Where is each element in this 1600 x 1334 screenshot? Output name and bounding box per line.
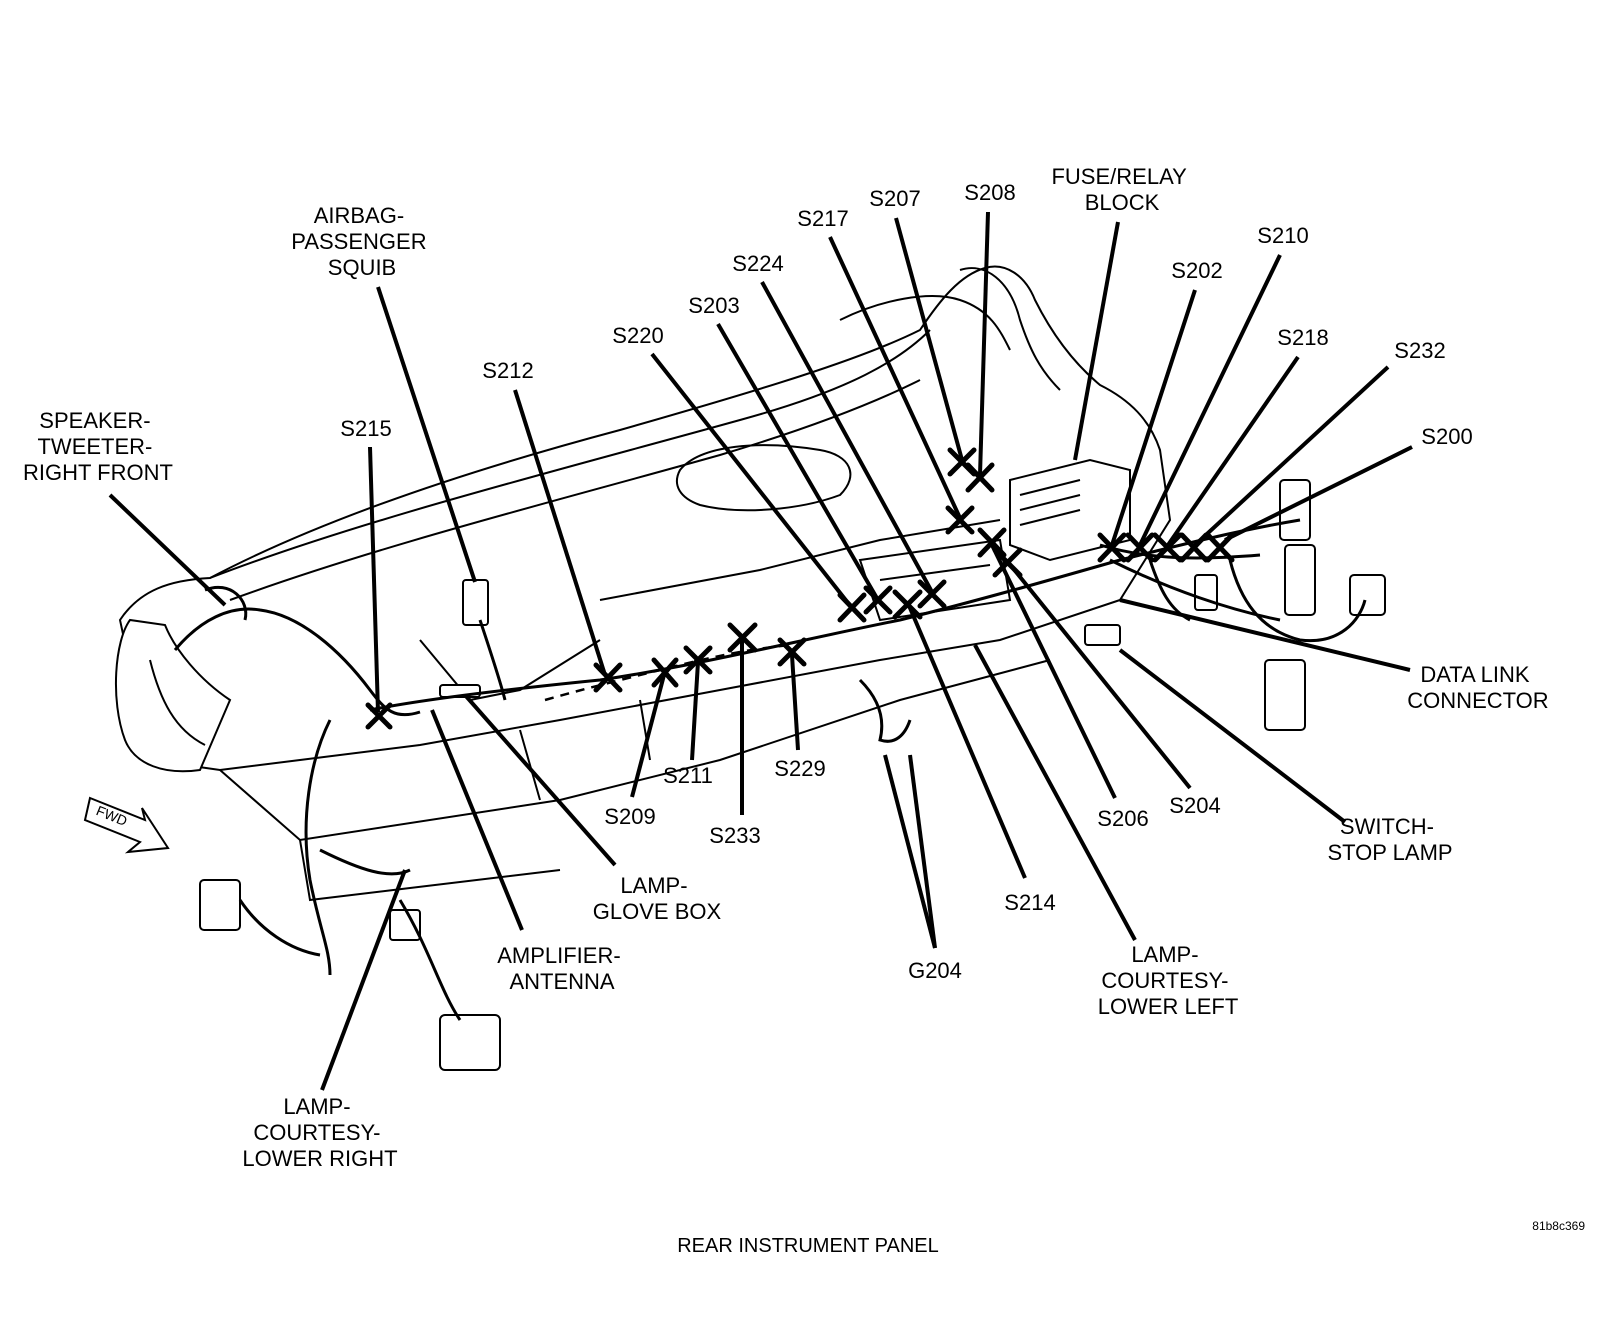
label-fuse-relay: FUSE/RELAY BLOCK bbox=[1051, 164, 1192, 215]
splice-x-s210 bbox=[1125, 532, 1155, 563]
splice-x-s211 bbox=[683, 645, 713, 675]
splice-x-s214 bbox=[892, 589, 923, 620]
label-s204: S204 bbox=[1169, 793, 1220, 818]
label-s207: S207 bbox=[869, 186, 920, 211]
splice-x-s208 bbox=[965, 462, 995, 493]
label-s217: S217 bbox=[797, 206, 848, 231]
label-s218: S218 bbox=[1277, 325, 1328, 350]
splice-x-s212 bbox=[593, 662, 623, 693]
label-lamp-glove: LAMP- GLOVE BOX bbox=[593, 873, 722, 924]
label-airbag: AIRBAG- PASSENGER SQUIB bbox=[291, 203, 432, 280]
splice-x-s202 bbox=[1097, 532, 1127, 563]
label-data-link: DATA LINK CONNECTOR bbox=[1407, 662, 1548, 713]
label-s214: S214 bbox=[1004, 890, 1055, 915]
label-s232: S232 bbox=[1394, 338, 1445, 363]
image-code: 81b8c369 bbox=[1532, 1219, 1585, 1233]
splice-x-s229 bbox=[777, 637, 807, 667]
label-s215: S215 bbox=[340, 416, 391, 441]
splice-x-s217 bbox=[945, 505, 975, 535]
component-labels: SPEAKER- TWEETER- RIGHT FRONT AIRBAG- PA… bbox=[23, 164, 1549, 1171]
diagram-title: REAR INSTRUMENT PANEL bbox=[677, 1235, 939, 1257]
label-s211: S211 bbox=[663, 763, 713, 788]
label-s233: S233 bbox=[709, 823, 760, 848]
label-s229: S229 bbox=[774, 756, 825, 781]
splice-x-s224 bbox=[917, 579, 947, 609]
label-s210: S210 bbox=[1257, 223, 1308, 248]
splice-x-s233 bbox=[727, 622, 758, 653]
label-s206: S206 bbox=[1097, 806, 1148, 831]
splice-x-s209 bbox=[651, 657, 679, 688]
leader-lines bbox=[108, 211, 1413, 1091]
label-s208: S208 bbox=[964, 180, 1015, 205]
label-switch-stop: SWITCH- STOP LAMP bbox=[1327, 814, 1452, 865]
label-s224: S224 bbox=[732, 251, 783, 276]
label-s220: S220 bbox=[612, 323, 663, 348]
label-amplifier: AMPLIFIER- ANTENNA bbox=[497, 943, 627, 994]
label-s212: S212 bbox=[482, 358, 533, 383]
label-s200: S200 bbox=[1421, 424, 1472, 449]
splice-x-s206 bbox=[977, 527, 1007, 558]
label-s203: S203 bbox=[688, 293, 739, 318]
label-lamp-courtesy-right: LAMP- COURTESY- LOWER RIGHT bbox=[242, 1094, 397, 1171]
fwd-arrow: FWD bbox=[83, 796, 170, 854]
label-lamp-courtesy-left: LAMP- COURTESY- LOWER LEFT bbox=[1098, 942, 1239, 1019]
splice-x-s215 bbox=[365, 702, 393, 730]
label-s202: S202 bbox=[1171, 258, 1222, 283]
label-s209: S209 bbox=[604, 804, 655, 829]
splice-x-s218 bbox=[1152, 532, 1183, 563]
label-g204: G204 bbox=[908, 958, 962, 983]
label-speaker-tweeter: SPEAKER- TWEETER- RIGHT FRONT bbox=[23, 408, 173, 485]
